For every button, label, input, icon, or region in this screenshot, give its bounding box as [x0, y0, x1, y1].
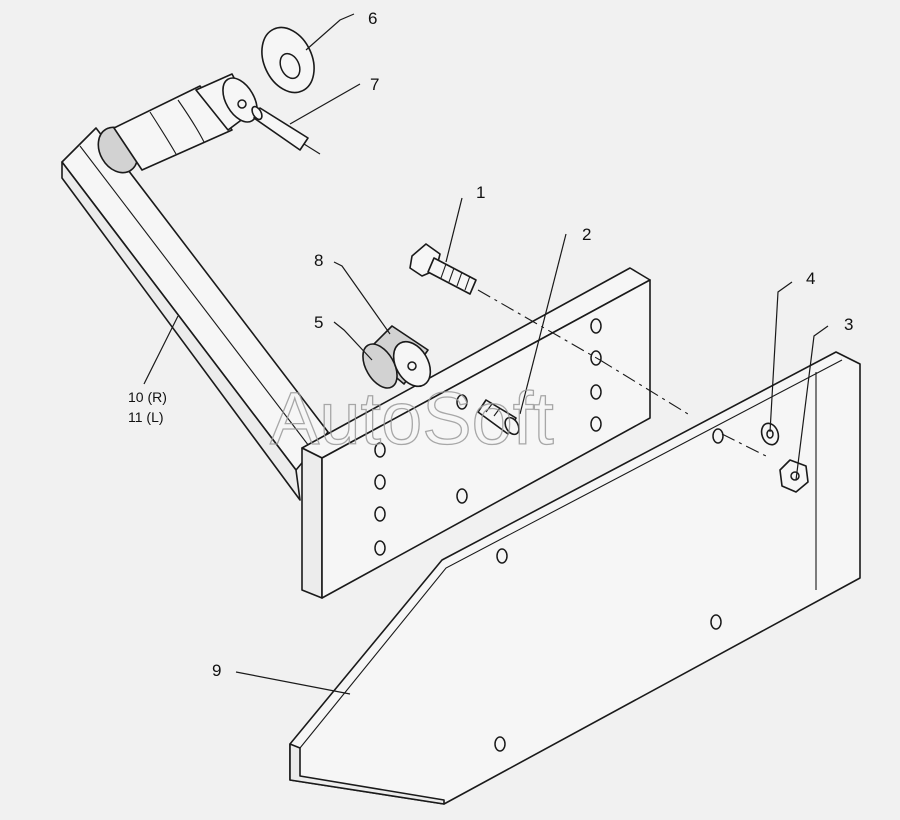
leader-6	[305, 13, 355, 51]
arm-side-face	[61, 161, 301, 501]
callout-4: 4	[806, 269, 815, 288]
bolt-1	[409, 243, 477, 295]
plate-hole	[496, 548, 508, 564]
mounting-block	[301, 267, 651, 599]
callout-9: 9	[212, 661, 221, 680]
block-hole	[374, 474, 386, 490]
bolt-2	[477, 399, 520, 436]
block-hole	[590, 416, 602, 432]
shaft-body	[113, 85, 233, 171]
rubber-stop-5-8	[362, 325, 432, 389]
callout-3: 3	[844, 315, 853, 334]
leader-2	[519, 233, 567, 415]
block-hole	[374, 506, 386, 522]
callout-1: 1	[476, 183, 485, 202]
callout-5: 5	[314, 313, 323, 332]
block-front-face	[301, 447, 323, 599]
plate-hole	[494, 736, 506, 752]
plate-hole	[710, 614, 722, 630]
arm-assembly	[61, 73, 329, 501]
callout-8: 8	[314, 251, 323, 270]
leader-9	[235, 671, 351, 695]
callout-7: 7	[370, 75, 379, 94]
leader-10-11	[143, 315, 179, 385]
block-hole	[374, 442, 386, 458]
plate-9	[289, 351, 861, 805]
roll-pin-7	[251, 105, 321, 155]
block-hole	[456, 394, 468, 410]
leader-5	[333, 321, 373, 361]
leader-1	[445, 197, 463, 263]
watermark-text: AutoSoft	[270, 377, 554, 460]
washer-4	[760, 422, 780, 446]
washer-6	[261, 26, 315, 94]
block-hole	[590, 318, 602, 334]
block-hole	[456, 488, 468, 504]
leader-3	[795, 325, 829, 481]
plate-hole	[712, 428, 724, 444]
block-hole	[590, 384, 602, 400]
callout-10: 10 (R)	[128, 389, 167, 405]
block-hole	[374, 540, 386, 556]
callout-11: 11 (L)	[128, 409, 164, 425]
shaft-pin-hole	[237, 99, 247, 109]
leader-8	[333, 261, 391, 335]
leader-7	[289, 83, 361, 125]
callout-2: 2	[582, 225, 591, 244]
nut-3	[779, 459, 809, 493]
leader-4	[769, 281, 793, 433]
block-side-face	[321, 279, 651, 599]
callout-6: 6	[368, 9, 377, 28]
